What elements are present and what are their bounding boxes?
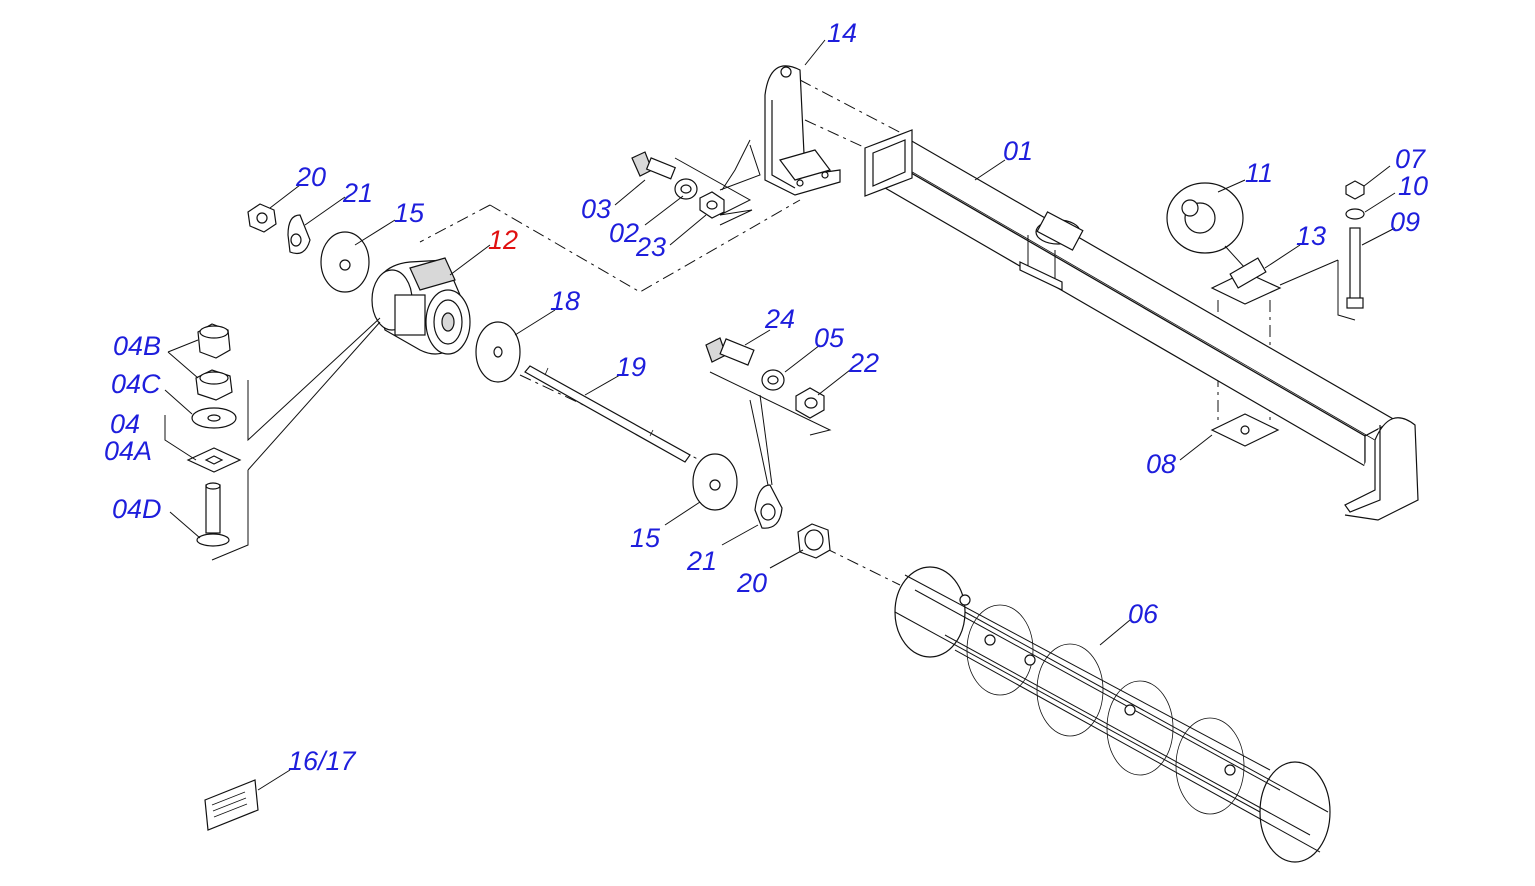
part-18-washer[interactable] (475, 321, 521, 383)
part-24-bolt[interactable] (705, 337, 755, 366)
part-06-cage-roller[interactable] (894, 566, 1331, 863)
part-22-nut[interactable] (795, 387, 825, 419)
label-18: 18 (550, 286, 580, 316)
part-01-beam[interactable] (864, 129, 1419, 521)
part-20-nut-top[interactable] (247, 203, 277, 233)
part-03-bolt[interactable] (631, 151, 677, 180)
label-20-top: 20 (295, 162, 326, 192)
part-23-nut[interactable] (699, 191, 725, 219)
label-13: 13 (1296, 221, 1326, 251)
label-08: 08 (1146, 449, 1176, 479)
part-15-disc-bottom[interactable] (692, 453, 738, 511)
label-16-17: 16/17 (288, 746, 357, 776)
label-21-top: 21 (342, 178, 373, 208)
part-04A-square-plate[interactable] (186, 447, 242, 473)
part-04-washer[interactable] (191, 407, 237, 429)
part-04B-nut[interactable] (197, 323, 231, 359)
label-05: 05 (814, 323, 845, 353)
part-11-fitting[interactable] (1166, 182, 1246, 269)
part-20-nut-bottom[interactable] (797, 523, 831, 559)
part-07-nut[interactable] (1345, 180, 1365, 200)
label-10: 10 (1398, 171, 1428, 201)
label-07: 07 (1395, 144, 1426, 174)
label-04B: 04B (113, 331, 161, 361)
part-15-disc-top[interactable] (320, 231, 370, 293)
part-16-17-label-plate[interactable] (204, 779, 259, 831)
part-05-washer[interactable] (761, 369, 785, 391)
label-24: 24 (764, 304, 795, 334)
label-leaders (164, 39, 1396, 791)
label-20-bottom: 20 (736, 568, 767, 598)
part-labels: 14 01 03 02 23 20 21 15 12 18 19 24 05 2… (104, 18, 1428, 776)
label-21-bottom: 21 (686, 546, 717, 576)
label-23: 23 (635, 232, 666, 262)
part-04D-bolt[interactable] (196, 482, 230, 547)
label-14: 14 (827, 18, 857, 48)
part-02-washer[interactable] (674, 178, 698, 200)
label-02: 02 (609, 218, 639, 248)
label-09: 09 (1390, 207, 1420, 237)
label-04D: 04D (112, 494, 162, 524)
beam-clamp (1019, 211, 1084, 291)
label-15-top: 15 (394, 198, 425, 228)
label-01: 01 (1003, 136, 1033, 166)
label-19: 19 (616, 352, 646, 382)
label-15-bottom: 15 (630, 523, 661, 553)
label-04C: 04C (111, 369, 161, 399)
part-13-mount[interactable] (1210, 257, 1282, 305)
part-21-plate-bottom[interactable] (754, 484, 783, 529)
part-12-gearmotor[interactable] (371, 257, 471, 355)
part-10-washer[interactable] (1345, 208, 1365, 220)
label-22: 22 (848, 348, 879, 378)
label-12: 12 (488, 225, 518, 255)
label-11: 11 (1245, 158, 1273, 188)
label-04A: 04A (104, 436, 152, 466)
part-08-plate[interactable] (1210, 413, 1280, 447)
label-06: 06 (1128, 599, 1159, 629)
part-21-plate-top[interactable] (287, 214, 311, 255)
part-14-bracket[interactable] (764, 65, 841, 196)
part-19-shaft[interactable] (524, 365, 691, 463)
label-03: 03 (581, 194, 611, 224)
label-04: 04 (110, 409, 140, 439)
part-09-rod[interactable] (1346, 227, 1364, 309)
part-04C-washer-nut[interactable] (195, 369, 233, 401)
